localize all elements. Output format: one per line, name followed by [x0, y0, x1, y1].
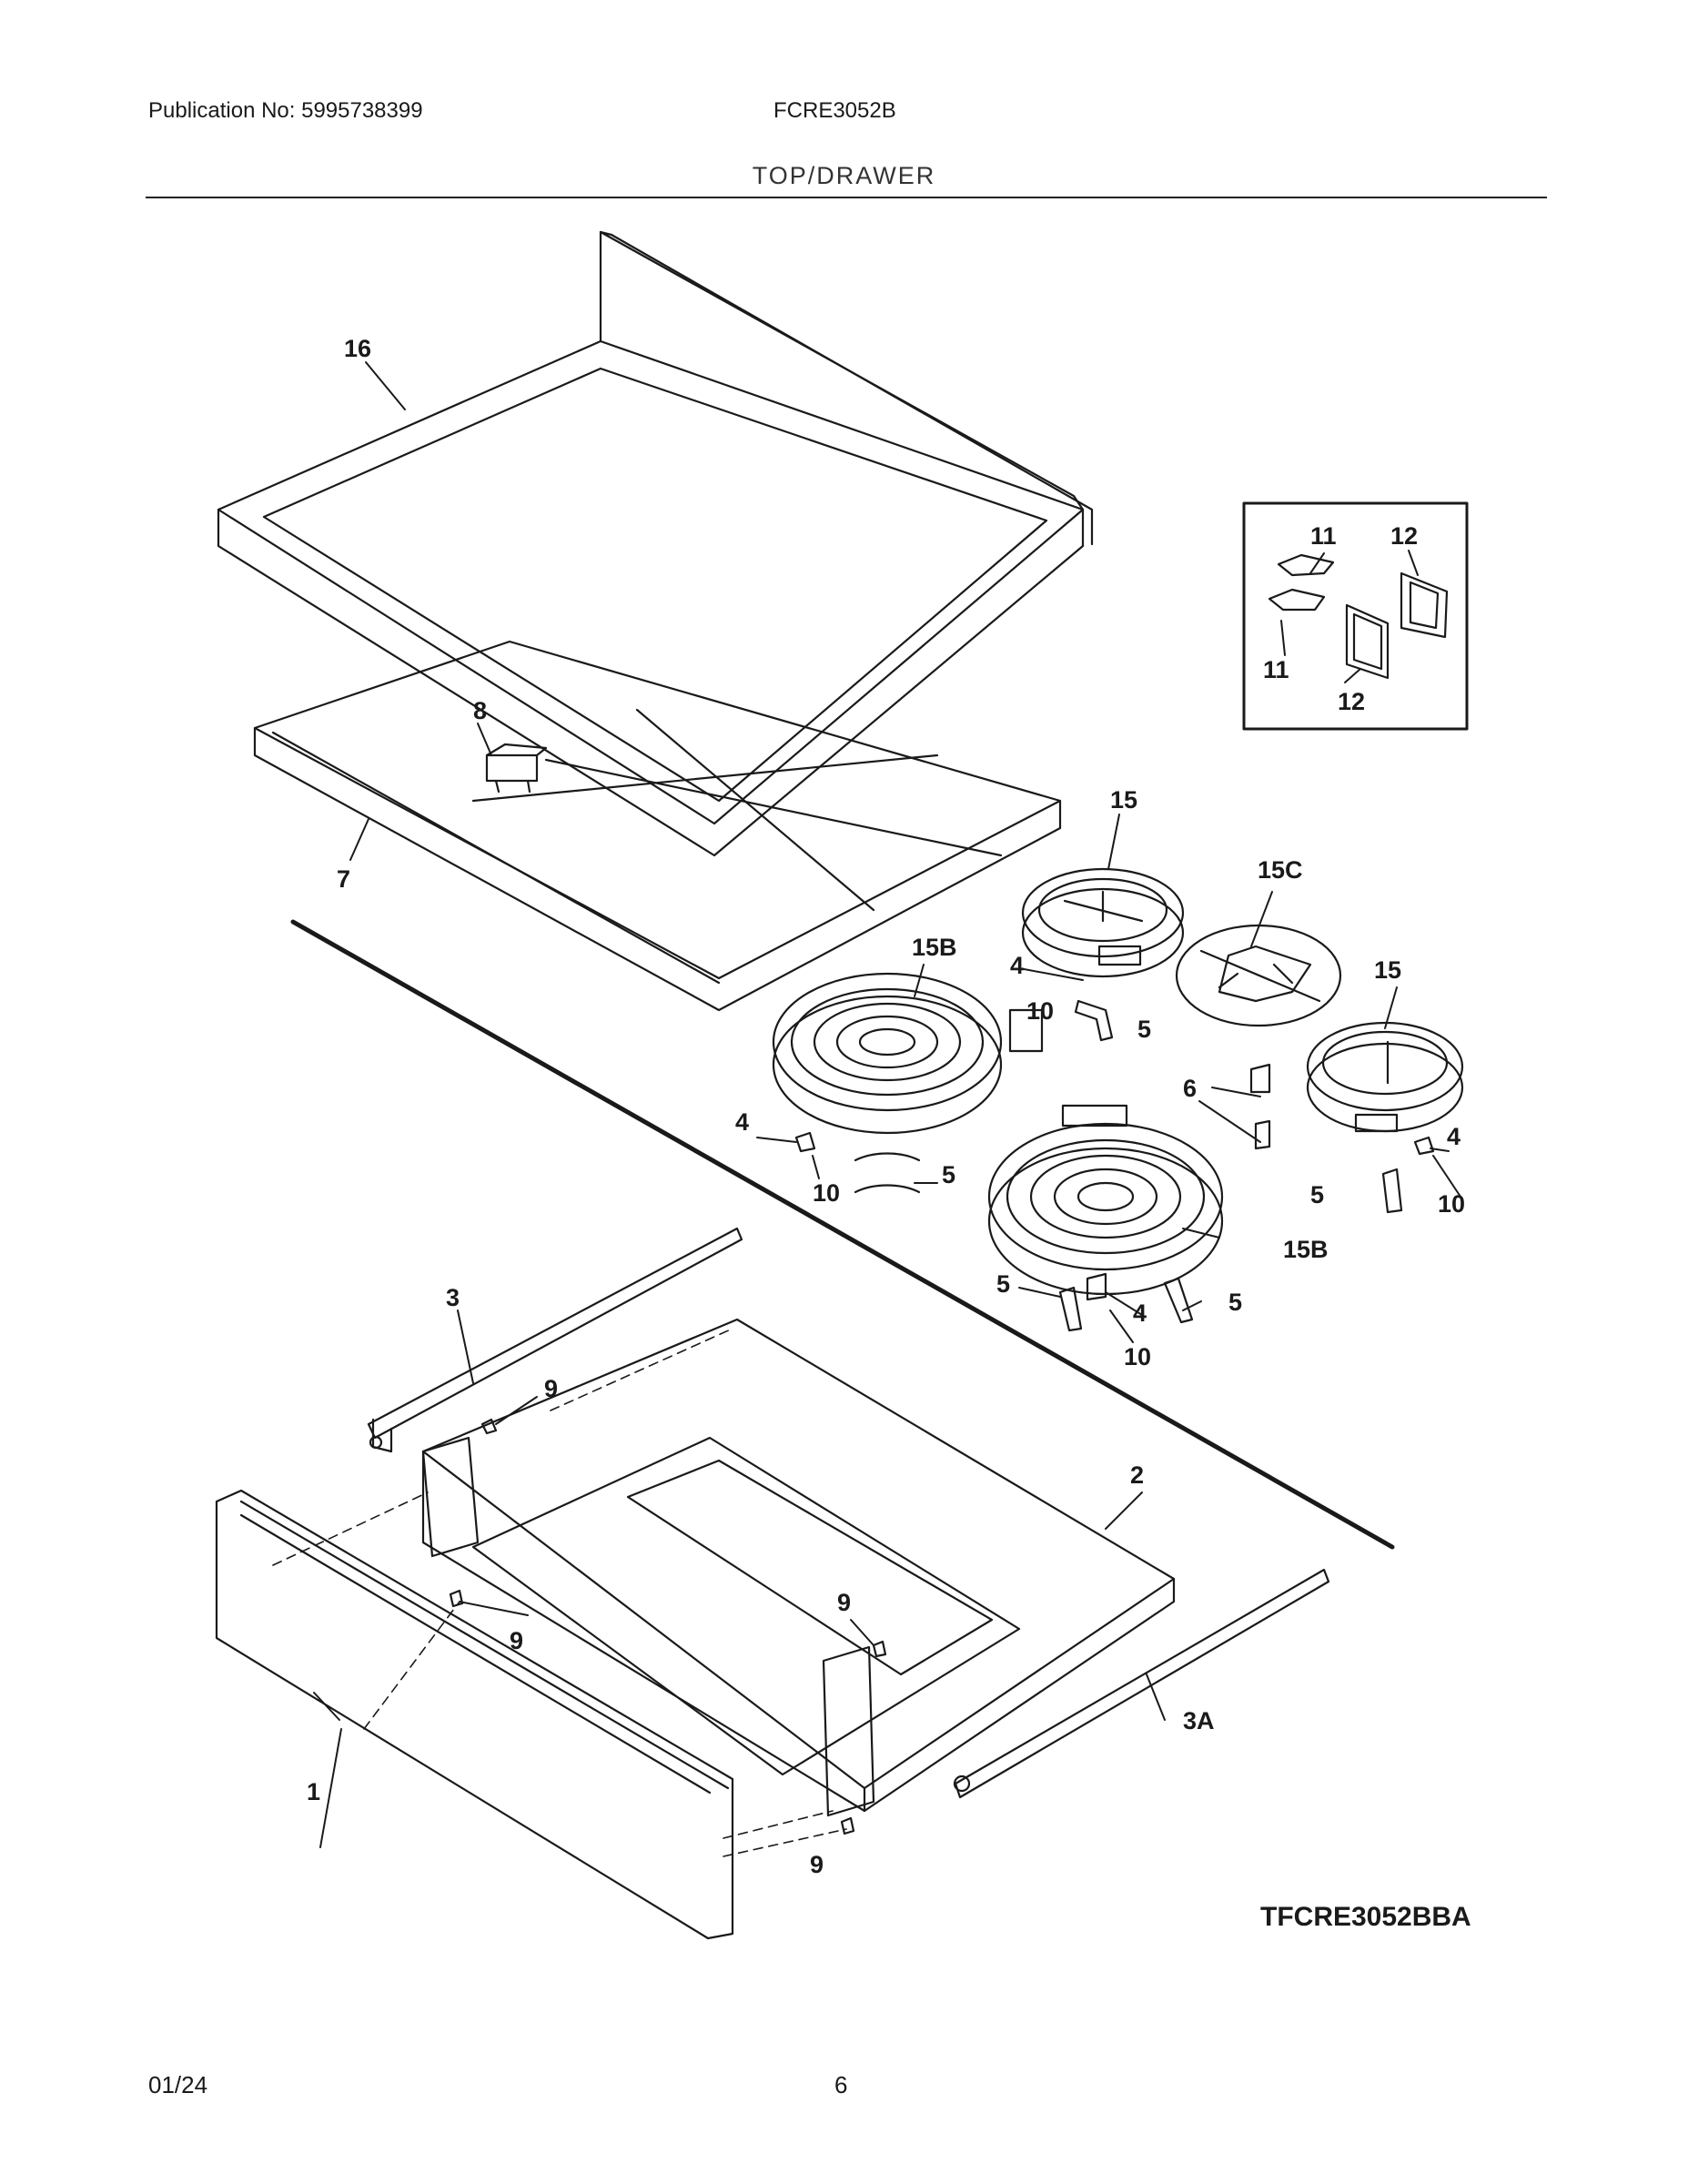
warmer-element-part — [1175, 924, 1342, 1027]
callout-10-b: 10 — [813, 1179, 840, 1207]
callout-6: 6 — [1183, 1075, 1197, 1102]
alignment-guides — [272, 1328, 847, 1857]
callout-9-d: 9 — [810, 1851, 824, 1878]
footer-date: 01/24 — [148, 2071, 208, 2098]
diagram-code: TFCRE3052BBA — [1260, 1902, 1471, 1932]
callout-10-a: 10 — [1026, 997, 1054, 1025]
radiant-element-large-center-part — [987, 1104, 1224, 1296]
radiant-element-small-right-part — [1306, 1021, 1464, 1133]
callout-4-a: 4 — [1010, 952, 1024, 979]
callout-11-b: 11 — [1263, 656, 1289, 683]
model-number: FCRE3052B — [773, 98, 896, 123]
callout-8: 8 — [473, 697, 487, 724]
callout-4-c: 4 — [1447, 1123, 1461, 1150]
callout-5-e: 5 — [1228, 1289, 1242, 1316]
main-top-frame-part — [253, 640, 1062, 1012]
drawer-rail-right-part — [953, 1568, 1330, 1799]
callout-4-d: 4 — [1133, 1299, 1147, 1327]
callout-3: 3 — [446, 1284, 460, 1311]
callout-16: 16 — [344, 335, 371, 362]
callout-15b-a: 15B — [912, 934, 957, 961]
callout-12-b: 12 — [1338, 688, 1365, 715]
callout-15b-b: 15B — [1283, 1236, 1329, 1263]
leader-lines — [313, 361, 1461, 1848]
callout-3a: 3A — [1183, 1707, 1215, 1734]
callout-15-a: 15 — [1110, 786, 1137, 814]
cooktop-glass-part — [217, 230, 1094, 857]
callout-5-a: 5 — [1137, 1016, 1151, 1043]
callout-10-d: 10 — [1124, 1343, 1151, 1370]
element-clips-part — [794, 999, 1435, 1332]
radiant-element-large-left-part — [772, 972, 1044, 1135]
terminal-block-part — [485, 743, 548, 794]
radiant-element-small-top-part — [1021, 867, 1185, 978]
callout-4-b: 4 — [735, 1108, 749, 1136]
callout-5-c: 5 — [1310, 1181, 1324, 1208]
header-rule — [146, 197, 1547, 198]
callout-7: 7 — [337, 865, 350, 893]
callout-5-b: 5 — [942, 1161, 955, 1188]
separator-line — [290, 919, 1395, 1550]
callout-12-a: 12 — [1390, 522, 1418, 550]
drawer-rail-left-part — [367, 1227, 743, 1453]
section-title: TOP/DRAWER — [752, 162, 936, 189]
inset-box — [1242, 501, 1469, 731]
callout-5-d: 5 — [996, 1270, 1010, 1298]
drawer-front-part — [215, 1489, 734, 1940]
callout-9-a: 9 — [544, 1375, 558, 1402]
drawer-box-part — [421, 1318, 1176, 1817]
callout-9-c: 9 — [510, 1627, 523, 1654]
callout-15c: 15C — [1258, 856, 1303, 884]
callout-9-b: 9 — [837, 1589, 851, 1616]
callout-2: 2 — [1130, 1461, 1144, 1489]
callout-15-b: 15 — [1374, 956, 1401, 984]
callout-11-a: 11 — [1310, 522, 1337, 550]
publication-number: Publication No: 5995738399 — [148, 98, 423, 123]
page-number: 6 — [834, 2071, 848, 2098]
callout-1: 1 — [307, 1778, 320, 1805]
callout-10-c: 10 — [1438, 1190, 1465, 1218]
